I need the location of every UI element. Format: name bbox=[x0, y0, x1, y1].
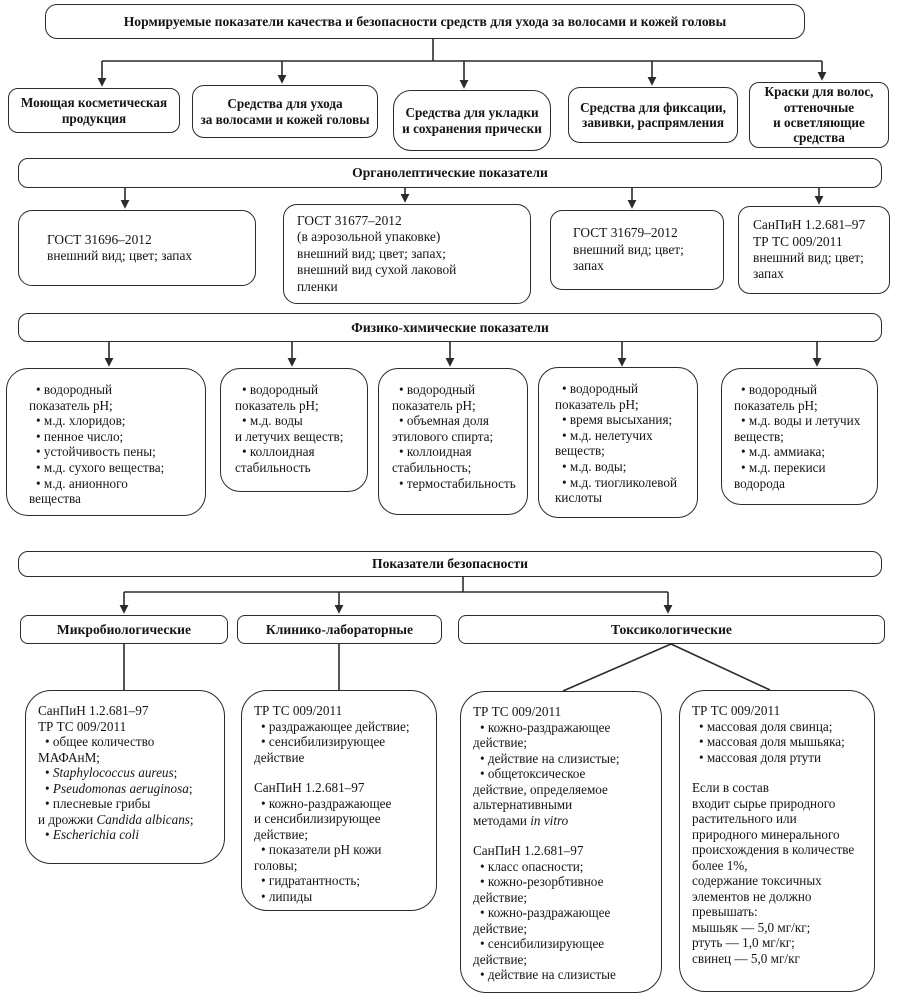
safety-group-label: Токсикологические bbox=[611, 621, 732, 637]
category-box-4: Средства для фиксации,завивки, распрямле… bbox=[568, 87, 738, 143]
safety-group-clinical: Клинико-лабораторные bbox=[237, 615, 442, 644]
root-title: Нормируемые показатели качества и безопа… bbox=[123, 13, 727, 29]
safety-group-label: Клинико-лабораторные bbox=[265, 621, 414, 637]
safety-box-clinical: ТР ТС 009/2011• раздражающее действие;• … bbox=[241, 690, 437, 911]
physchem-bar: Физико-химические показатели bbox=[18, 313, 882, 342]
safety-group-label: Микробиологические bbox=[56, 621, 192, 637]
safety-group-toxicological: Токсикологические bbox=[458, 615, 885, 644]
physchem-bar-label: Физико-химические показатели bbox=[351, 319, 549, 335]
safety-bar: Показатели безопасности bbox=[18, 551, 882, 577]
organoleptic-bar: Органолептические показатели bbox=[18, 158, 882, 188]
root-title-box: Нормируемые показатели качества и безопа… bbox=[45, 4, 805, 39]
safety-group-microbiological: Микробиологические bbox=[20, 615, 228, 644]
organoleptic-box-2: ГОСТ 31677–2012(в аэрозольной упаковке)в… bbox=[283, 204, 531, 304]
safety-bar-label: Показатели безопасности bbox=[372, 556, 528, 572]
safety-box-toxicological-2: ТР ТС 009/2011• массовая доля свинца;• м… bbox=[679, 690, 875, 992]
organoleptic-bar-label: Органолептические показатели bbox=[352, 165, 548, 181]
